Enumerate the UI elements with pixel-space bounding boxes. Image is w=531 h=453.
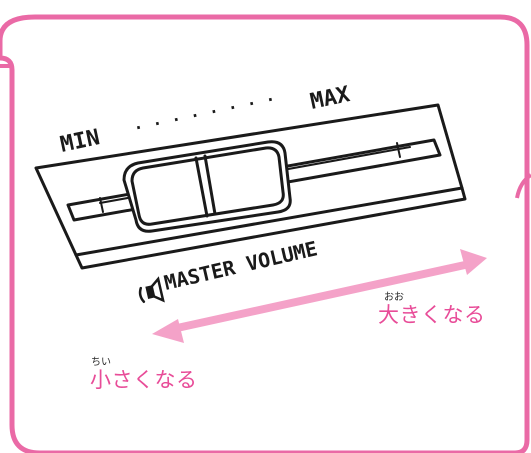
increase-text: 大きくなる xyxy=(378,303,486,327)
frame-accent-right xyxy=(515,173,531,199)
increase-label: おお 大きくなる xyxy=(378,292,486,327)
master-volume-caption: MASTER VOLUME xyxy=(162,236,320,295)
slider-plate-edge xyxy=(74,186,467,270)
slider-knob-face xyxy=(130,146,285,226)
decrease-ruby: ちい xyxy=(91,357,111,368)
decrease-text: 小さくなる xyxy=(90,368,198,392)
range-dots: · · · · · · · · xyxy=(132,89,277,138)
arrow-head-left xyxy=(152,319,184,343)
slider-track-stop-left xyxy=(99,197,104,213)
decrease-label: ちい 小さくなる xyxy=(90,357,198,392)
max-label: MAX xyxy=(308,82,352,115)
arrow-head-right xyxy=(460,249,487,275)
volume-slider-illustration xyxy=(34,103,467,270)
slider-track-stop-right xyxy=(396,142,401,158)
slider-knob-divider-b xyxy=(203,154,217,216)
increase-ruby: おお xyxy=(384,292,404,303)
panel-frame xyxy=(0,14,530,453)
min-label: MIN xyxy=(58,125,102,158)
speaker-icon xyxy=(138,276,165,303)
slider-knob-divider-a xyxy=(194,156,209,218)
slider-knob xyxy=(122,140,292,233)
double-arrow-icon xyxy=(152,249,487,343)
arrow-shaft xyxy=(164,259,478,334)
